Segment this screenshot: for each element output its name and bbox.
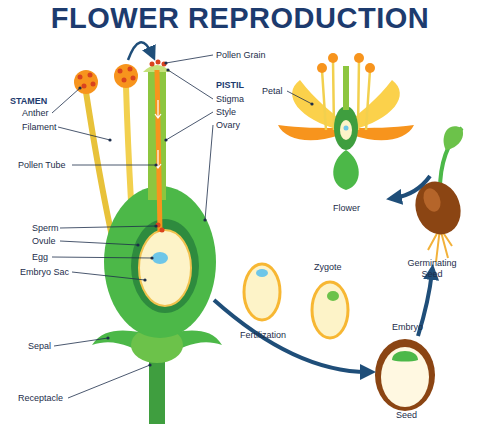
- part-label: Seed: [396, 410, 417, 421]
- part-label: Flower: [333, 203, 360, 214]
- pollen-dot: [128, 67, 133, 72]
- flower-style: [343, 66, 349, 110]
- flower-ovary: [334, 106, 358, 150]
- leader-dot: [106, 336, 109, 339]
- part-label: Pollen Grain: [216, 50, 266, 61]
- flower-ovule: [340, 120, 352, 140]
- leader-line: [52, 88, 80, 113]
- part-label: Zygote: [314, 262, 342, 273]
- part-label: Anther: [22, 108, 49, 119]
- pollen-dot: [131, 76, 136, 81]
- seed-highlight: [420, 186, 443, 214]
- leader-line: [52, 257, 152, 258]
- egg-sperm: [256, 269, 268, 277]
- flower-anther: [365, 63, 375, 73]
- part-label: Pollen Tube: [18, 160, 66, 171]
- flower-anther: [328, 53, 338, 63]
- leader-dot: [148, 363, 151, 366]
- part-label: Stigma: [216, 94, 244, 105]
- leader-line: [72, 272, 145, 280]
- leader-line: [205, 125, 213, 220]
- leader-dot: [203, 218, 206, 221]
- fertilized-ovule: [244, 264, 280, 320]
- leader-dot: [164, 61, 167, 64]
- leader-dot: [154, 224, 157, 227]
- egg: [152, 252, 168, 264]
- leader-line: [168, 70, 213, 99]
- part-label: Germinating Seed: [400, 258, 464, 280]
- diagram-title: FLOWER REPRODUCTION: [0, 2, 480, 35]
- leaf: [444, 126, 463, 150]
- seed-coat: [375, 339, 435, 411]
- part-label: Receptacle: [18, 393, 63, 404]
- seed-endosperm: [381, 347, 429, 407]
- pollen-dot: [88, 73, 93, 78]
- part-label: Petal: [262, 86, 283, 97]
- zygote: [327, 291, 339, 301]
- leader-line: [287, 91, 312, 104]
- part-label: Sperm: [32, 223, 59, 234]
- part-label: Sepal: [28, 341, 51, 352]
- part-label: Ovary: [216, 120, 240, 131]
- pollen-dot: [118, 69, 123, 74]
- cycle-arrow: [394, 176, 430, 198]
- part-label: Filament: [22, 122, 57, 133]
- anther: [114, 64, 138, 88]
- petal: [350, 125, 414, 140]
- part-label: Style: [216, 107, 236, 118]
- pollen-dots: [78, 67, 136, 89]
- flower-anther: [317, 63, 327, 73]
- leader-dot: [150, 256, 153, 259]
- leader-dots: [78, 61, 313, 366]
- pollen-dot: [82, 84, 87, 89]
- petal: [278, 125, 342, 140]
- pollen-dot: [122, 78, 127, 83]
- sperm: [160, 228, 165, 233]
- leader-dot: [136, 243, 139, 246]
- ovule: [131, 219, 199, 313]
- part-label: Egg: [32, 252, 48, 263]
- part-label: STAMEN: [10, 96, 47, 107]
- tube-direction: [155, 100, 161, 168]
- leader-dot: [78, 86, 81, 89]
- leader-dot: [164, 138, 167, 141]
- pollen-dot: [91, 82, 96, 87]
- pollination-arrow: [128, 42, 152, 60]
- leader-dot: [108, 138, 111, 141]
- leader-line: [166, 55, 213, 63]
- germinating-seed: [408, 175, 468, 241]
- zygote-ovule: [312, 282, 348, 338]
- flower-base: [333, 150, 359, 190]
- flower-anther: [354, 53, 364, 63]
- embryo: [392, 351, 418, 362]
- leader-line: [166, 112, 213, 140]
- leader-dot: [166, 68, 169, 71]
- leader-line: [54, 338, 108, 346]
- flower-egg: [344, 126, 349, 131]
- leader-dot: [143, 278, 146, 281]
- leader-line: [72, 165, 156, 166]
- part-label: PISTIL: [216, 80, 244, 91]
- leader-line: [58, 127, 110, 140]
- pollen-dot: [78, 75, 83, 80]
- embryo-sac: [139, 230, 191, 306]
- leader-dot: [154, 163, 157, 166]
- part-label: Embryo: [392, 322, 423, 333]
- pollen-grain: [156, 60, 161, 65]
- leader-dot: [310, 102, 313, 105]
- pollen-grain: [150, 62, 155, 67]
- leader-line: [60, 226, 156, 228]
- leader-line: [60, 241, 138, 245]
- part-label: Ovule: [32, 236, 56, 247]
- part-label: Fertilization: [240, 330, 286, 341]
- leader-line: [68, 365, 150, 398]
- cycle-arrow: [214, 300, 368, 372]
- leader-lines: [52, 55, 312, 398]
- part-label: Embryo Sac: [20, 267, 69, 278]
